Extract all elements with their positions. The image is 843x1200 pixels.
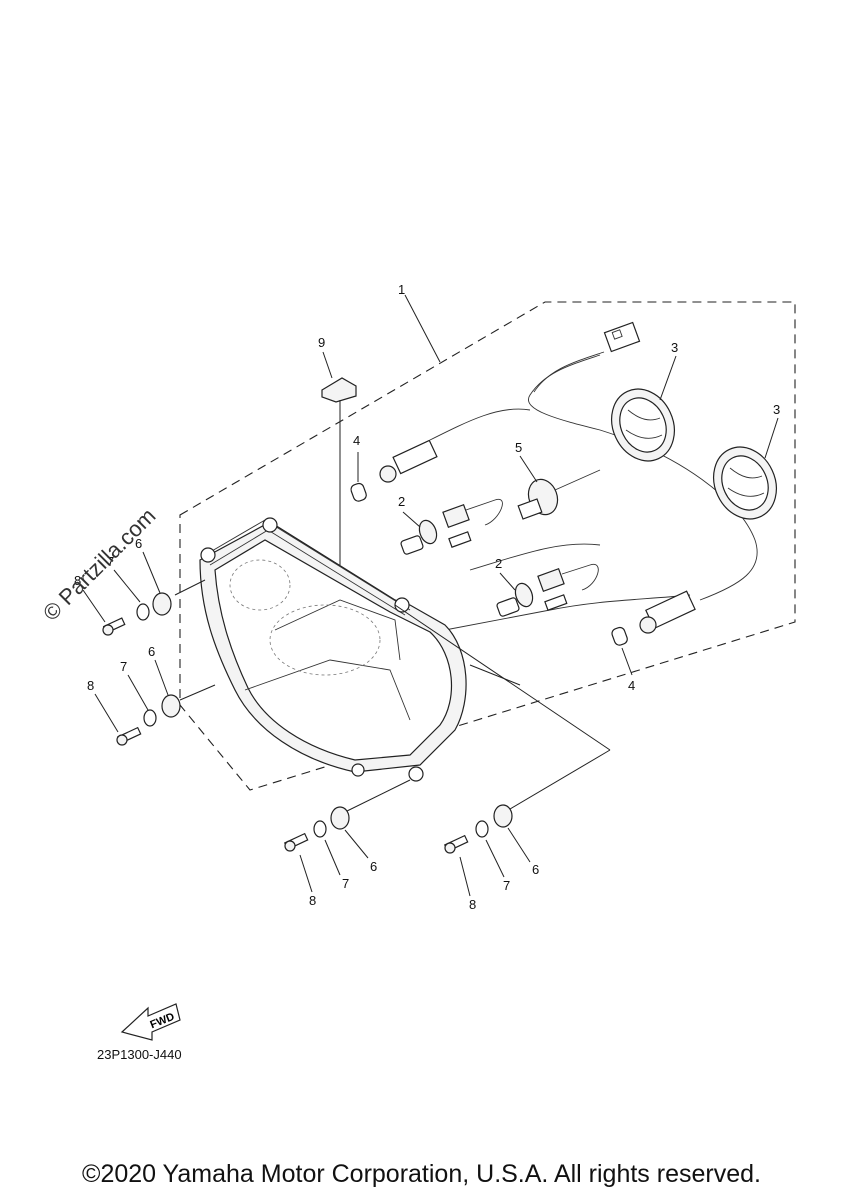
callout-7b: 7: [120, 659, 127, 674]
callout-5: 5: [515, 440, 522, 455]
callout-6d: 6: [532, 862, 539, 877]
callout-8d: 8: [469, 897, 476, 912]
leader-2a: [402, 511, 421, 528]
bulb-socket-3-lower: [713, 446, 777, 520]
callout-3b: 3: [773, 402, 780, 417]
clip-9: [321, 377, 357, 403]
leader-3a: [659, 355, 677, 401]
leader-9: [322, 351, 333, 379]
leader-3b: [764, 417, 779, 459]
bulb-socket-3-upper: [611, 388, 675, 462]
callout-9: 9: [318, 335, 325, 350]
bulb-4-upper: [350, 482, 367, 502]
position-socket-upper: [379, 439, 438, 483]
bulb-2-lower: [496, 563, 599, 617]
fastener-leaders: [82, 551, 531, 897]
callout-6b: 6: [148, 644, 155, 659]
callout-2b: 2: [495, 556, 502, 571]
callout-8c: 8: [309, 893, 316, 908]
diagram-code: 23P1300-J440: [97, 1047, 182, 1062]
headlight-housing: [199, 517, 467, 782]
callout-2a: 2: [398, 494, 405, 509]
callout-4b: 4: [628, 678, 635, 693]
callout-4a: 4: [353, 433, 360, 448]
bulb-4-lower: [611, 626, 628, 646]
callout-6c: 6: [370, 859, 377, 874]
callout-1: 1: [398, 282, 405, 297]
fwd-arrow: FWD: [120, 1003, 181, 1041]
leader-4b: [621, 647, 633, 676]
callout-6a: 6: [135, 536, 142, 551]
bulb-2-upper: [400, 498, 503, 555]
leader-5: [519, 455, 538, 483]
callout-7d: 7: [503, 878, 510, 893]
fastener-routing: [174, 579, 611, 813]
callout-8b: 8: [87, 678, 94, 693]
callout-7a: 7: [107, 554, 114, 569]
fastener-set-b: [116, 694, 181, 746]
fastener-set-d: [443, 804, 513, 854]
callout-7c: 7: [342, 876, 349, 891]
leader-1: [404, 294, 441, 363]
position-socket-lower: [639, 590, 696, 634]
fastener-set-a: [102, 592, 172, 636]
fastener-set-c: [283, 806, 350, 852]
callout-8a: 8: [74, 573, 81, 588]
callout-3a: 3: [671, 340, 678, 355]
leader-2b: [499, 572, 516, 591]
wiring-harness: [429, 321, 758, 631]
bulb-socket-5: [517, 469, 601, 520]
copyright-notice: ©2020 Yamaha Motor Corporation, U.S.A. A…: [82, 1160, 761, 1188]
